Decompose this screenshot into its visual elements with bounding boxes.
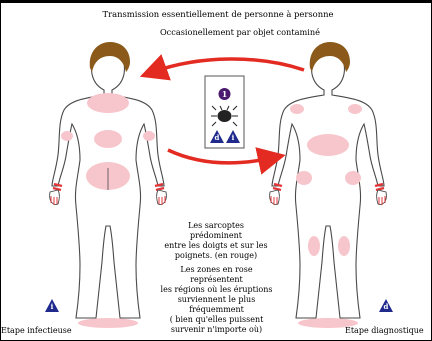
note-pink-line: Les zones en rose représentent bbox=[159, 265, 274, 285]
left-wrist-mites-left bbox=[53, 184, 62, 190]
right-rash-knee-right bbox=[338, 236, 350, 256]
note-pink-line: surviennent le plus bbox=[159, 295, 274, 305]
stage-label-diagnostic: Etape diagnostique bbox=[345, 326, 424, 336]
left-rash-feet bbox=[78, 318, 138, 328]
left-wrist-mites-right bbox=[155, 184, 164, 190]
right-figure-front-view bbox=[270, 42, 387, 328]
note-pink-zones: Les zones en rose représentent les régio… bbox=[159, 265, 274, 335]
right-wrist-mites-left bbox=[273, 184, 282, 190]
left-rash-shoulders bbox=[87, 93, 129, 113]
note-pink-line: fréquemment bbox=[159, 305, 274, 315]
legend-symbol-d: d bbox=[211, 133, 223, 143]
left-rash-waist bbox=[94, 130, 122, 148]
right-rash-knee-left bbox=[308, 236, 320, 256]
note-pink-line: les régions où les éruptions bbox=[159, 285, 274, 295]
right-wrist-mites-right bbox=[375, 184, 384, 190]
stage-left-symbol: i bbox=[46, 302, 58, 312]
right-rash-armpit-left bbox=[290, 104, 304, 114]
arrow-left-to-right bbox=[168, 150, 272, 163]
stage-right-symbol: d bbox=[380, 302, 392, 312]
right-rash-armpit-right bbox=[348, 104, 362, 114]
note-pink-line: survenir n'importe où) bbox=[159, 325, 274, 335]
right-figure-outline bbox=[272, 52, 384, 318]
arrow-right-to-left bbox=[153, 59, 304, 72]
legend-symbol-i: i bbox=[227, 133, 239, 143]
right-rash-waist bbox=[307, 134, 349, 156]
header-line-1: Transmission essentiellement de personne… bbox=[70, 9, 366, 19]
note-mites: Les sarcoptes prédominent entre les doig… bbox=[161, 221, 271, 261]
legend-number: 1 bbox=[219, 88, 230, 100]
left-rash-elbow-left bbox=[61, 131, 73, 141]
note-mites-line: poignets. (en rouge) bbox=[161, 251, 271, 261]
note-mites-line: entre les doigts et sur les bbox=[161, 241, 271, 251]
header-line-2: Occasionellement par objet contaminé bbox=[130, 27, 350, 37]
note-mites-line: Les sarcoptes prédominent bbox=[161, 221, 271, 241]
right-rash-thigh-right bbox=[345, 171, 361, 185]
left-figure-back-view bbox=[50, 42, 167, 328]
right-rash-thigh-left bbox=[296, 171, 312, 185]
left-rash-elbow-right bbox=[143, 131, 155, 141]
note-pink-line: ( bien qu'elles puissent bbox=[159, 315, 274, 325]
stage-label-infectious: Etape infectieuse bbox=[1, 326, 72, 336]
